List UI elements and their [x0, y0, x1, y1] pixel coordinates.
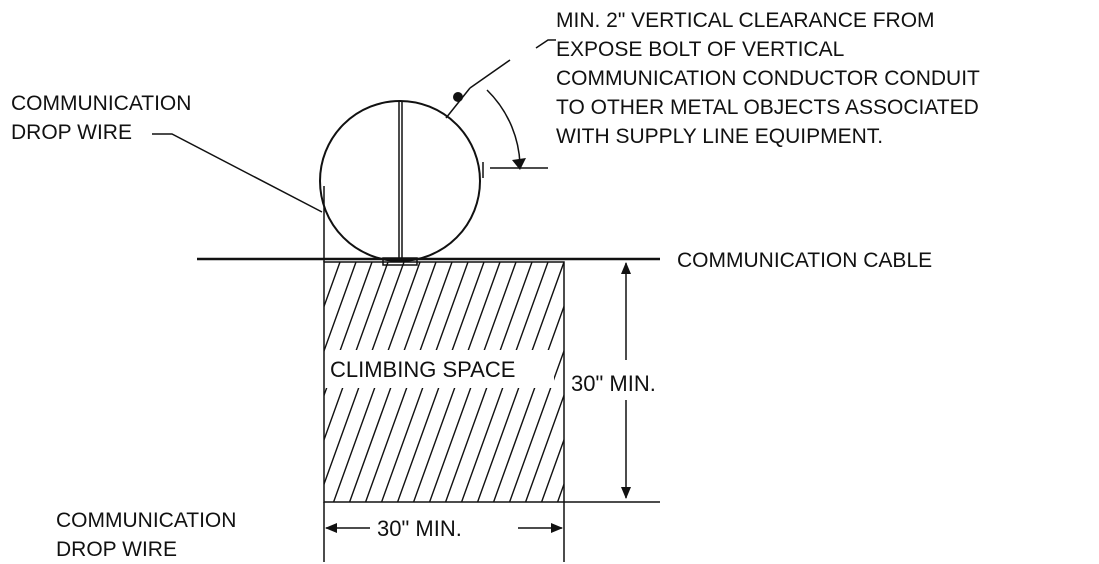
svg-text:COMMUNICATION: COMMUNICATION	[56, 509, 236, 532]
svg-text:DROP WIRE: DROP WIRE	[11, 121, 132, 144]
hatch-line	[540, 437, 564, 502]
climbing-space-label-mask	[326, 350, 554, 388]
horizontal-dimension: 30" MIN.	[325, 516, 563, 541]
svg-text:COMMUNICATION: COMMUNICATION	[11, 92, 191, 115]
svg-text:WITH SUPPLY LINE EQUIPMENT.: WITH SUPPLY LINE EQUIPMENT.	[556, 125, 883, 148]
clearance-note-leader	[535, 39, 556, 49]
climbing-space-label: CLIMBING SPACE	[330, 357, 515, 382]
svg-text:TO OTHER METAL OBJECTS ASSOCIA: TO OTHER METAL OBJECTS ASSOCIATED	[556, 96, 979, 119]
drop-wire-top-leader	[152, 133, 323, 213]
hatch-line	[524, 393, 564, 502]
vertical-dimension: 30" MIN.	[564, 258, 660, 503]
vertical-dimension-label: 30" MIN.	[571, 371, 656, 396]
hatch-line	[324, 262, 357, 353]
hatch-line	[324, 262, 341, 309]
svg-text:EXPOSE BOLT OF VERTICAL: EXPOSE BOLT OF VERTICAL	[556, 38, 844, 61]
clearance-detail	[445, 59, 548, 178]
svg-text:COMMUNICATION CONDUCTOR CONDUI: COMMUNICATION CONDUCTOR CONDUIT	[556, 67, 980, 90]
svg-text:DROP WIRE: DROP WIRE	[56, 538, 177, 561]
clearance-extension-line	[469, 59, 511, 89]
drop-wire-bottom-label: COMMUNICATION DROP WIRE	[56, 509, 236, 561]
pole-circle	[319, 100, 481, 262]
clearance-arc	[486, 89, 521, 165]
clearance-note: MIN. 2" VERTICAL CLEARANCE FROM EXPOSE B…	[556, 9, 980, 148]
communication-cable-label: COMMUNICATION CABLE	[677, 249, 932, 272]
pole-cross-section	[319, 100, 481, 266]
climbing-space-box: CLIMBING SPACE	[323, 261, 565, 503]
horizontal-dimension-label: 30" MIN.	[377, 516, 462, 541]
svg-text:MIN. 2" VERTICAL CLEARANCE FRO: MIN. 2" VERTICAL CLEARANCE FROM	[556, 9, 935, 32]
drop-wire-top-label: COMMUNICATION DROP WIRE	[11, 92, 191, 144]
bolt-dot	[453, 92, 463, 102]
hatch-line	[324, 262, 325, 265]
